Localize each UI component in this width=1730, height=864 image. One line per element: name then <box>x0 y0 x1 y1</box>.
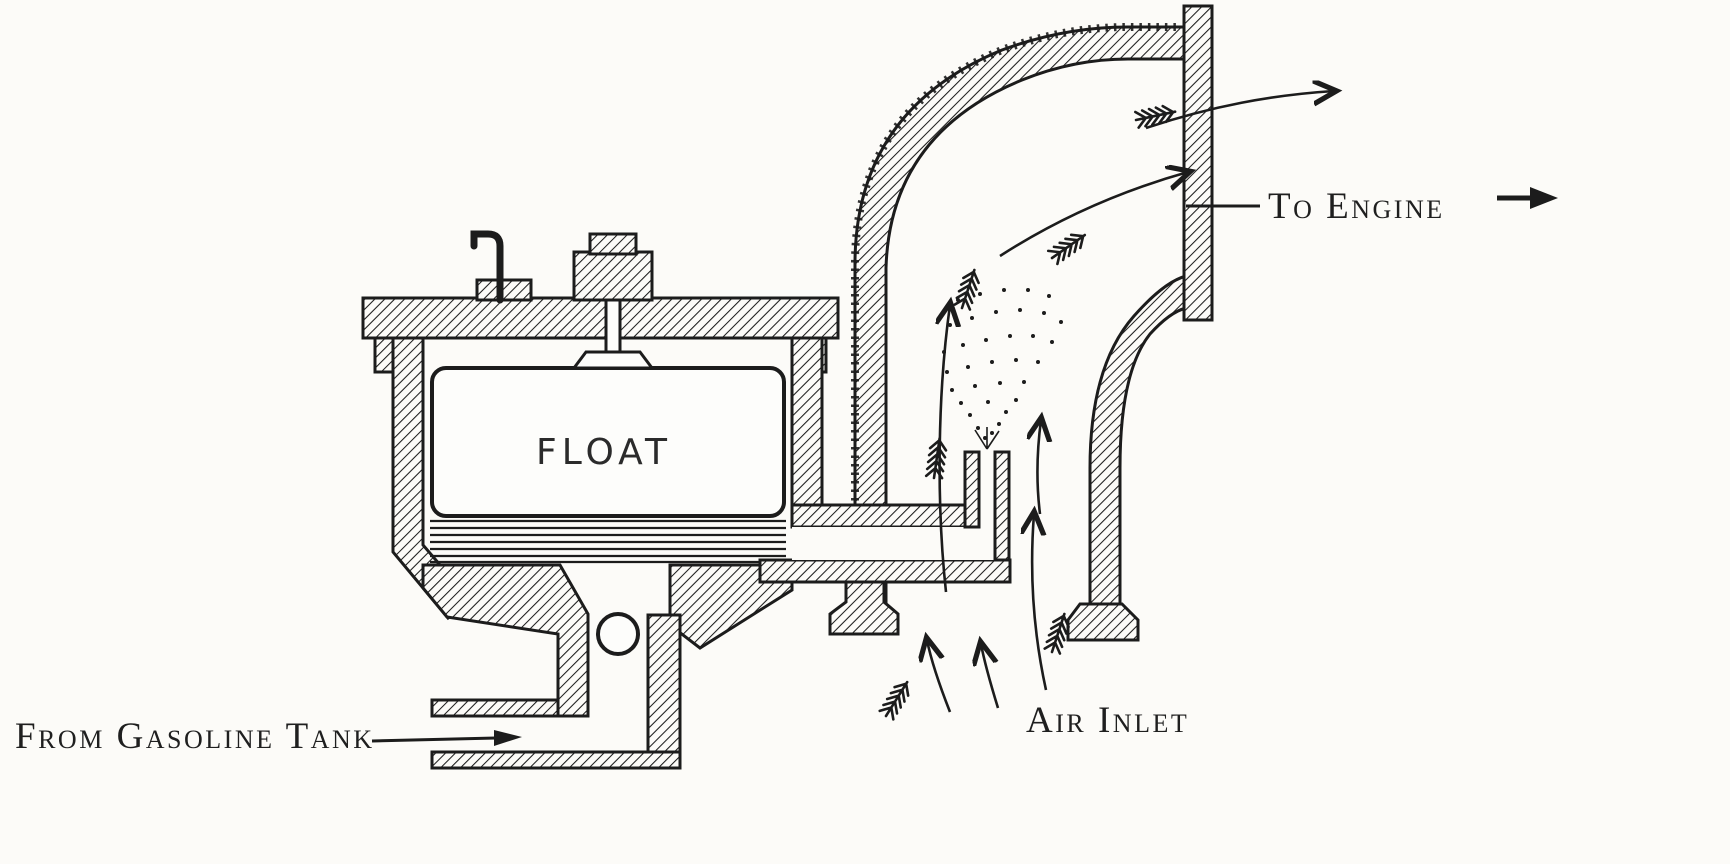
airflow-arrow <box>999 172 1188 258</box>
from-tank-arrow-line <box>371 736 497 743</box>
to-engine-arrowhead-icon <box>1530 187 1558 209</box>
airflow-feather-icon <box>1046 227 1091 266</box>
float: FLOAT <box>430 298 786 518</box>
needle-valve-cap <box>572 250 654 302</box>
chamber-right-wall <box>790 336 824 507</box>
jet-left-wall <box>963 450 981 529</box>
float-chamber-lid <box>361 296 840 340</box>
airflow-arrow <box>940 305 950 593</box>
float-chamber: FLOAT <box>361 230 840 770</box>
tube-ruffle-texture <box>851 23 1176 560</box>
fuel-passage <box>758 450 1012 584</box>
float-label: FLOAT <box>536 432 672 473</box>
airflow-arrow <box>927 640 952 713</box>
callouts: From Gasoline Tank Air Inlet To Engine <box>15 186 1558 757</box>
air-inlet-label: Air Inlet <box>1026 700 1189 741</box>
airflow-arrow <box>1032 514 1048 691</box>
gasoline-level <box>430 519 786 564</box>
airflow-arrow <box>1037 420 1041 515</box>
airflow-arrow <box>981 644 1000 709</box>
engine-flange <box>1182 4 1214 322</box>
airflow-feather-icon <box>953 266 984 312</box>
from-gasoline-tank-label: From Gasoline Tank <box>15 716 375 757</box>
needle-valve-cap-top <box>588 232 638 256</box>
tube-right-foot <box>1066 602 1140 642</box>
from-tank-arrowhead-icon <box>494 730 522 746</box>
fuel-jet-spray <box>942 288 1063 450</box>
tube-left-foot <box>828 580 900 636</box>
needle-lever-rod <box>470 230 504 304</box>
to-engine-label: To Engine <box>1268 186 1445 227</box>
chamber-bottom-left <box>421 563 590 718</box>
jet-right-wall <box>993 450 1011 562</box>
venturi-tube <box>758 4 1214 642</box>
drain-right-wall <box>646 613 682 754</box>
airflow-arrows <box>927 91 1334 713</box>
airflow-feather-icon <box>924 435 949 481</box>
inlet-pipe-bottom-wall <box>430 750 682 770</box>
tube-right-wall <box>1088 274 1188 606</box>
airflow-arrow <box>1145 91 1334 130</box>
ball-valve <box>590 606 646 662</box>
inlet-pipe-top-wall <box>430 698 560 718</box>
lever-boss <box>475 278 533 302</box>
airflow-marks <box>877 91 1334 722</box>
airflow-feather-icon <box>877 676 916 722</box>
float-stem <box>604 298 622 354</box>
